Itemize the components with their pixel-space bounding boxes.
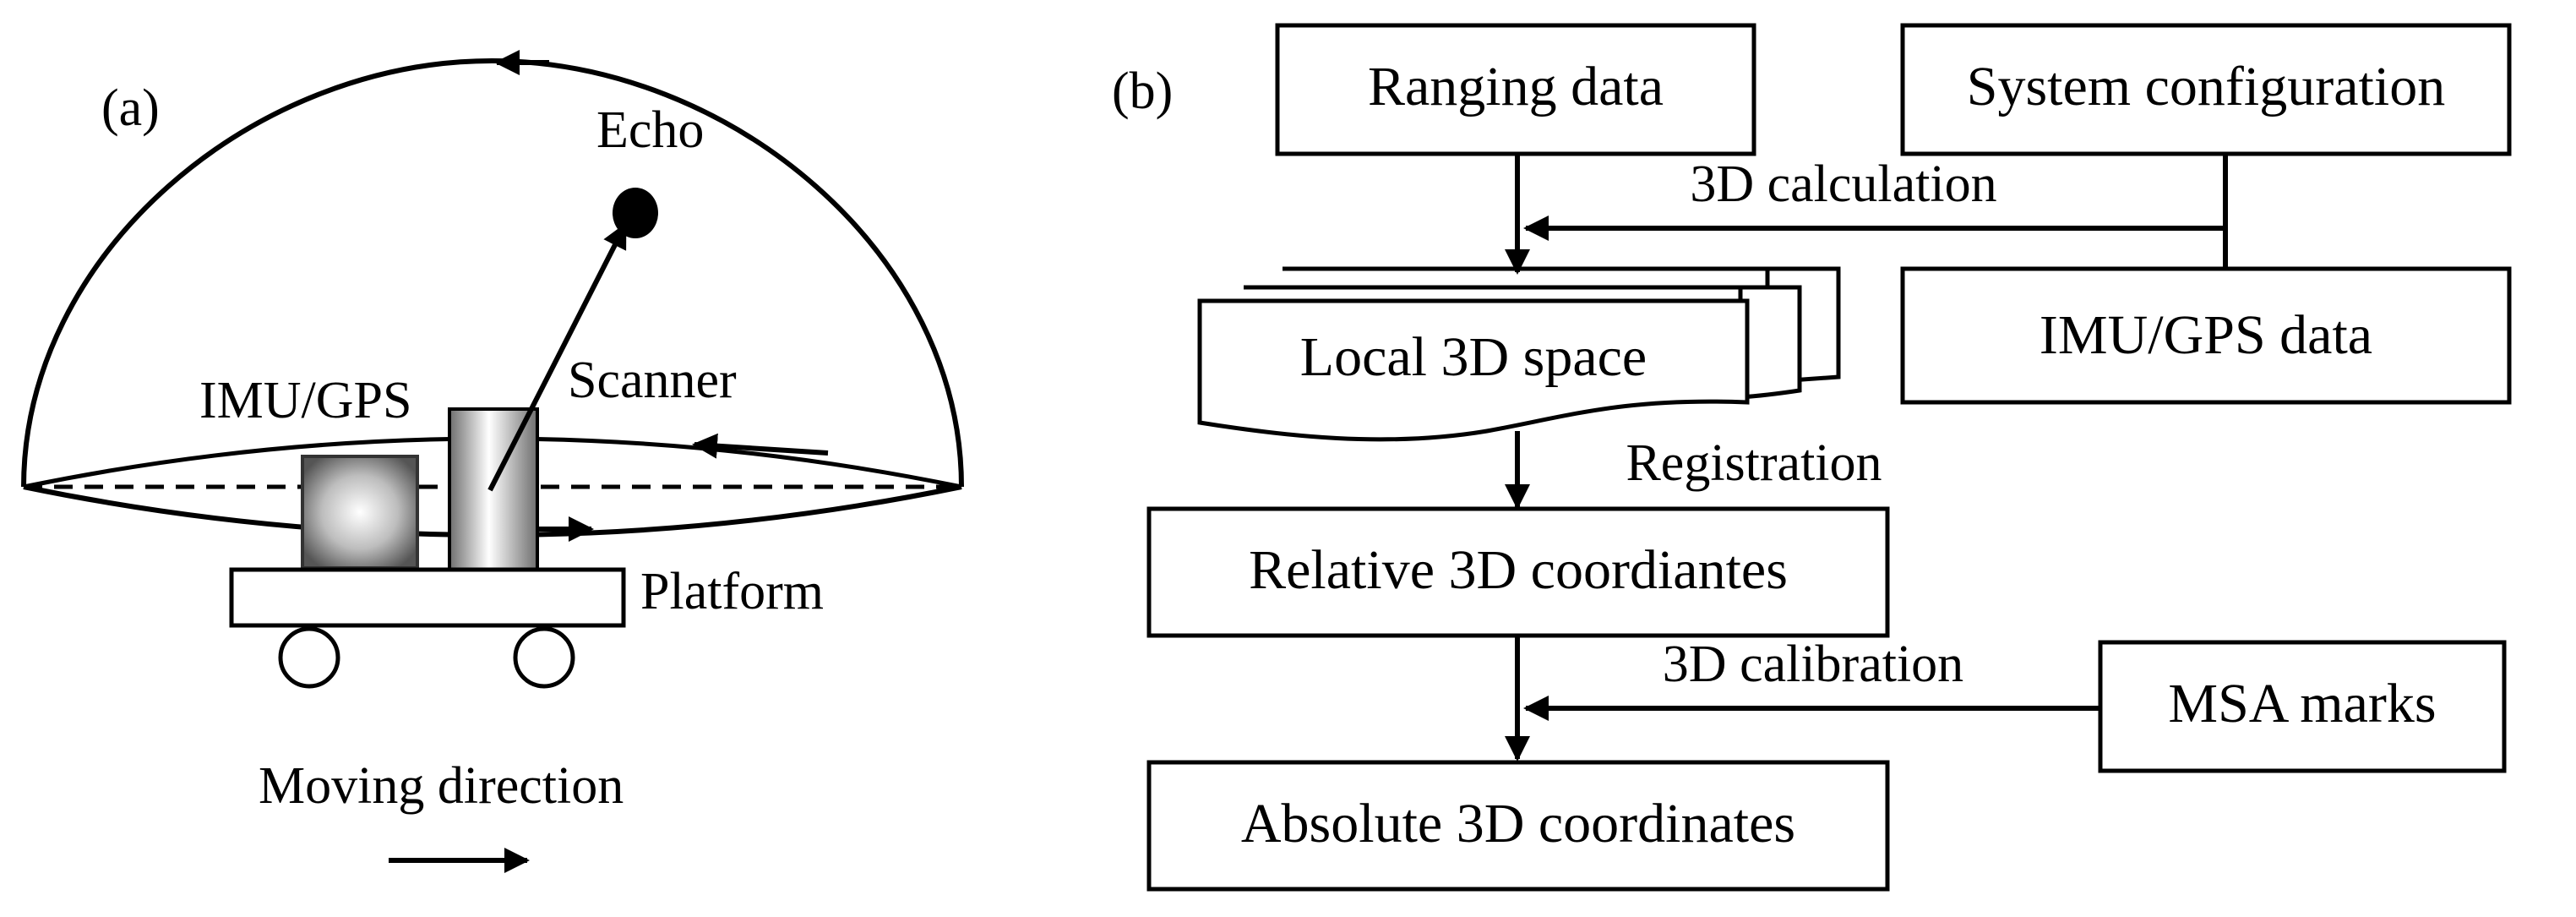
box-msa-marks <box>2098 640 2507 773</box>
box-local-3d-space: Local 3D space <box>1197 266 1841 442</box>
local-3d-space-label: Local 3D space <box>1300 326 1647 388</box>
panel-b-tag: (b) <box>1112 63 1173 120</box>
panel-b: (b) Ranging data System configuration IM… <box>1112 23 2512 892</box>
scanner-unit <box>448 407 539 571</box>
wheel-left <box>278 626 340 689</box>
system-configuration-label: System configuration <box>1967 56 2445 117</box>
echo-label: Echo <box>596 101 704 159</box>
box-system-configuration <box>1900 23 2512 156</box>
box-imu-gps-data <box>1900 266 2512 405</box>
panel-a-tag: (a) <box>101 79 160 137</box>
ranging-data-label: Ranging data <box>1368 56 1664 117</box>
registration-label: Registration <box>1626 434 1882 492</box>
box-absolute-3d <box>1146 760 1890 892</box>
scanner-label: Scanner <box>568 352 737 409</box>
echo-point <box>613 188 658 238</box>
laser-beam-arrow <box>487 222 628 492</box>
box-relative-3d <box>1146 506 1890 638</box>
panel-a: (a) Echo Scanner IMU/GPS Platform Moving… <box>21 50 964 873</box>
calc-label: 3D calculation <box>1690 156 1996 213</box>
doc-layer-front <box>1197 298 1750 442</box>
platform <box>229 567 626 628</box>
absolute-3d-label: Absolute 3D coordinates <box>1241 793 1795 854</box>
box-ranging-data <box>1275 23 1756 156</box>
msa-marks-label: MSA marks <box>2168 673 2436 734</box>
wheel-right <box>513 626 575 689</box>
imu-gps-data-label: IMU/GPS data <box>2040 304 2372 366</box>
imu-gps-label: IMU/GPS <box>199 372 412 429</box>
platform-label: Platform <box>640 563 824 620</box>
relative-3d-label: Relative 3D coordiantes <box>1249 539 1788 601</box>
imu-gps-unit <box>301 455 419 570</box>
calibration-label: 3D calibration <box>1663 636 1963 693</box>
moving-direction-label: Moving direction <box>259 757 624 815</box>
ellipse-back-arrow <box>692 433 829 459</box>
scan-dome <box>21 57 964 488</box>
